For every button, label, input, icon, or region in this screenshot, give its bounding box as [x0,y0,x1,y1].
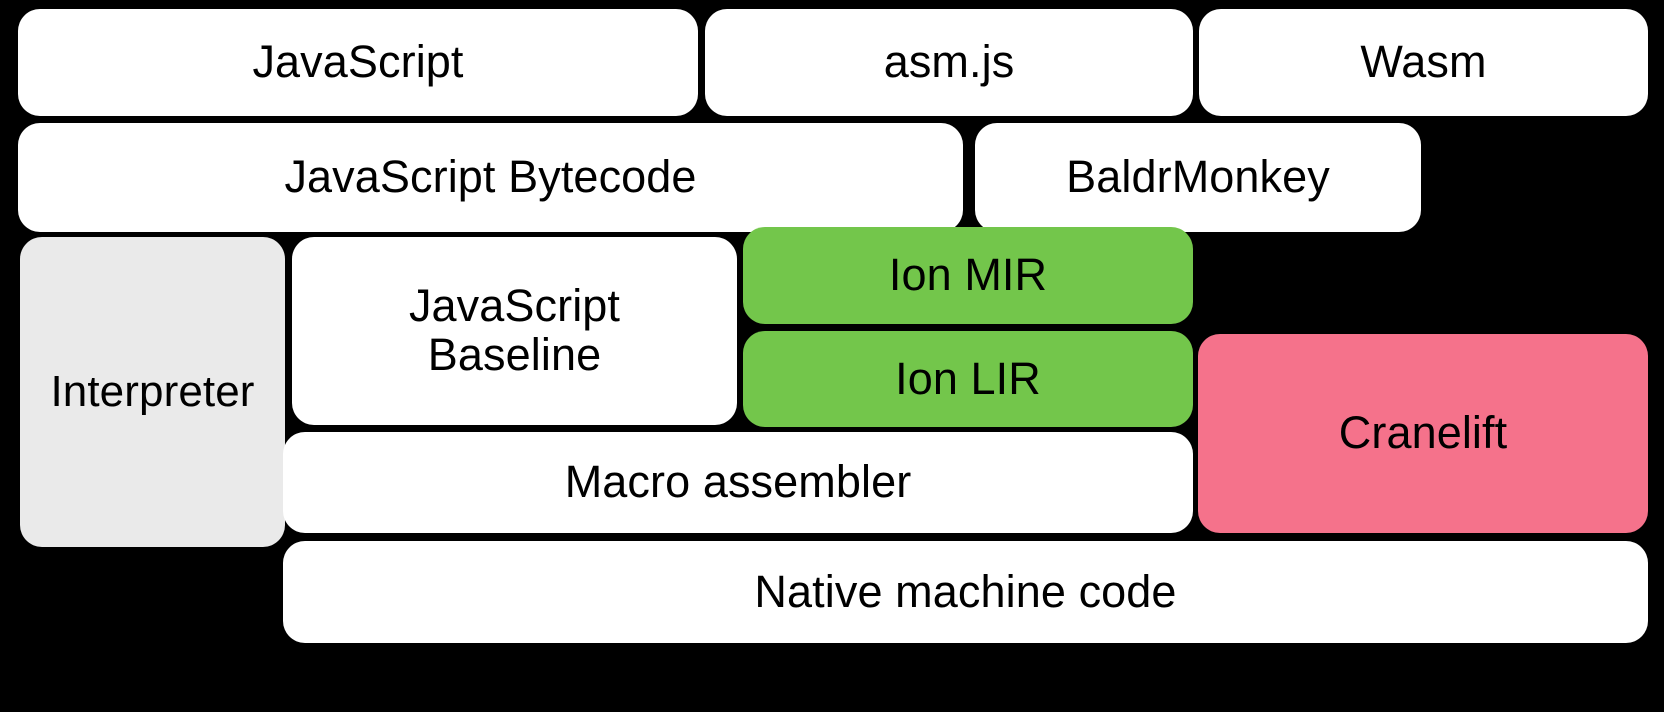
node-cranelift[interactable]: Cranelift [1198,334,1648,533]
node-native-machine-code[interactable]: Native machine code [283,541,1648,643]
node-macro-assembler[interactable]: Macro assembler [283,432,1193,533]
node-interpreter[interactable]: Interpreter [20,237,285,547]
node-wasm[interactable]: Wasm [1199,9,1648,116]
node-javascript-bytecode[interactable]: JavaScript Bytecode [18,123,963,232]
node-asm-js[interactable]: asm.js [705,9,1193,116]
node-ion-lir[interactable]: Ion LIR [743,331,1193,427]
node-baldrmonkey[interactable]: BaldrMonkey [975,123,1421,232]
node-ion-mir[interactable]: Ion MIR [743,227,1193,324]
node-javascript-baseline[interactable]: JavaScript Baseline [292,237,737,425]
node-javascript[interactable]: JavaScript [18,9,698,116]
